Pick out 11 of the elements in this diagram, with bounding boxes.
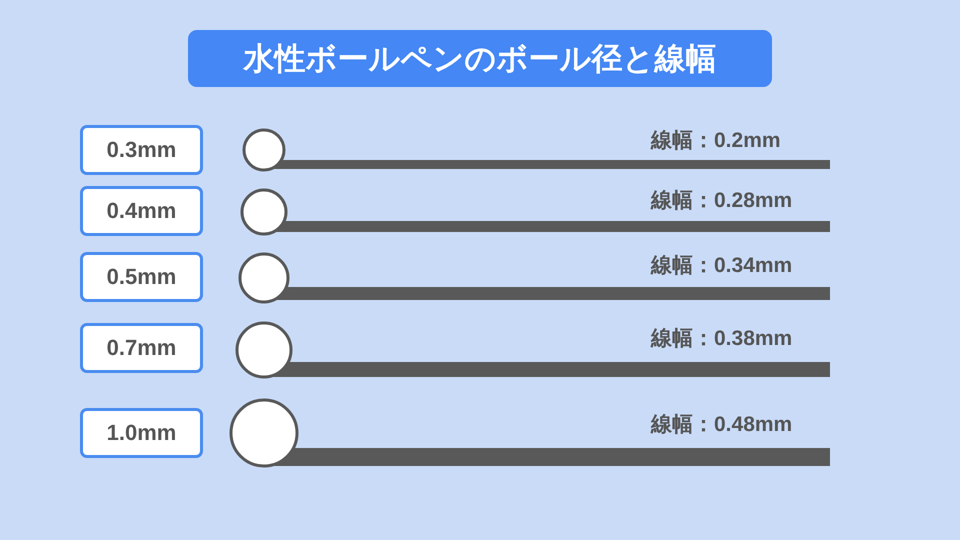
size-box: 0.3mm (80, 125, 203, 175)
size-box: 1.0mm (80, 408, 203, 458)
line-width-label: 線幅：0.28mm (651, 189, 792, 213)
line-width-label: 線幅：0.34mm (651, 254, 792, 278)
size-box: 0.5mm (80, 252, 203, 302)
size-box: 0.4mm (80, 186, 203, 236)
line-width-label: 線幅：0.38mm (651, 327, 792, 351)
size-box: 0.7mm (80, 323, 203, 373)
line-width-label: 線幅：0.48mm (651, 413, 792, 437)
title-banner: 水性ボールペンのボール径と線幅 (188, 30, 772, 87)
line-width-label: 線幅：0.2mm (651, 129, 781, 153)
